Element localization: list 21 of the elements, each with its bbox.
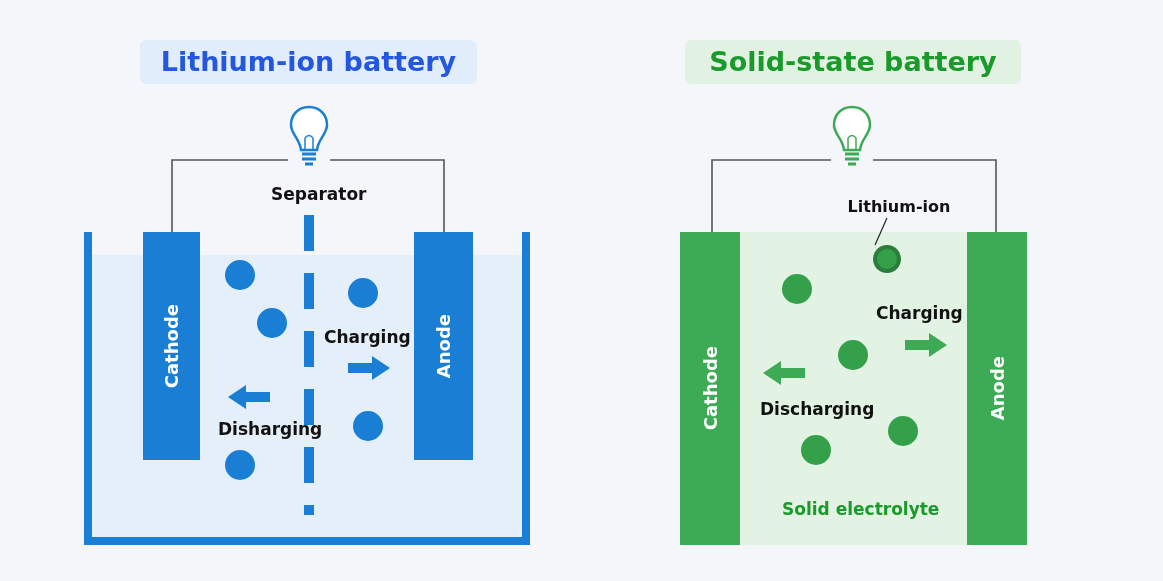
- electrode-label: Anode: [986, 356, 1008, 421]
- wire: [329, 159, 445, 233]
- leader-line: [874, 217, 888, 246]
- electrode-label: Cathode: [699, 346, 721, 431]
- anode-plate: [680, 232, 740, 545]
- wire: [711, 159, 832, 233]
- part-label: Solid electrolyte: [782, 499, 940, 519]
- callout-label: Lithium-ion: [845, 197, 953, 218]
- heading: Lithium-ion battery: [140, 40, 477, 84]
- process-label: Charging: [876, 303, 963, 323]
- anode-plate: [414, 232, 473, 460]
- electrode-label: Cathode: [161, 303, 182, 389]
- electrode-label: Anode: [433, 313, 454, 379]
- wire: [872, 159, 997, 233]
- cathode-plate: [143, 232, 200, 460]
- process-label: Discharging: [760, 399, 875, 419]
- anode-plate: [967, 232, 1027, 545]
- process-label: Disharging: [218, 419, 323, 439]
- heading: Solid-state battery: [685, 40, 1021, 84]
- part-label: Separator: [271, 184, 367, 204]
- wire: [171, 159, 289, 233]
